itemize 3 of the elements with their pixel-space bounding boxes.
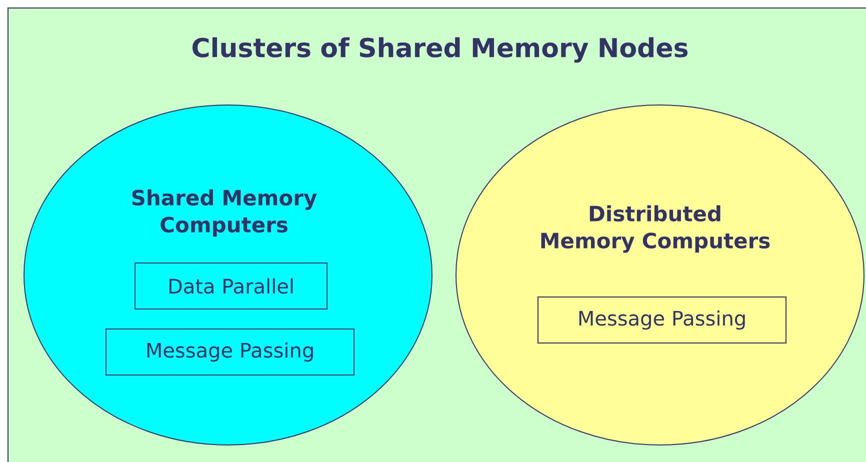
text-box: Message Passing <box>106 328 354 376</box>
text-box: Data Parallel <box>134 262 328 310</box>
text-box: Message Passing <box>538 296 786 344</box>
